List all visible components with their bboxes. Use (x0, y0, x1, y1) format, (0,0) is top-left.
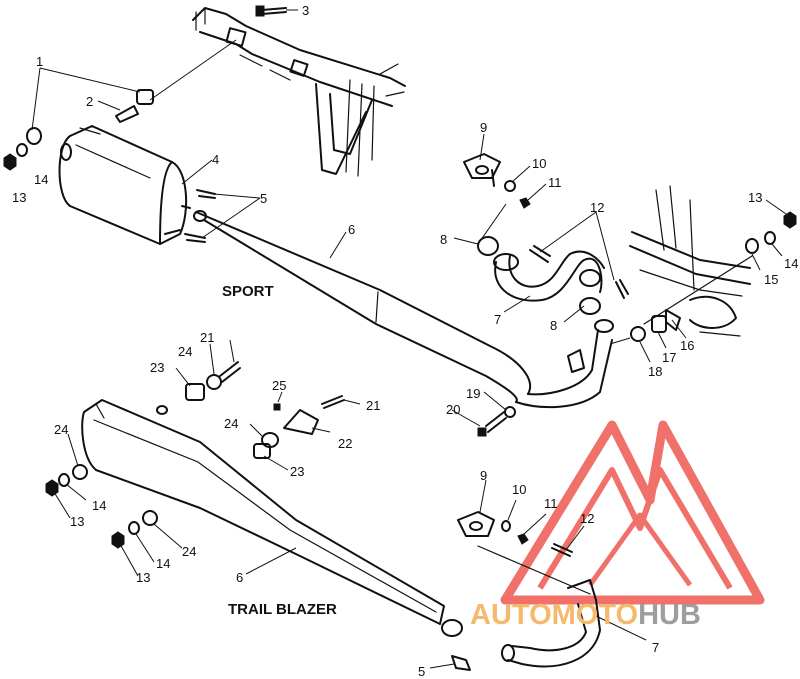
callout-22: 22 (338, 436, 352, 451)
callout-19: 19 (466, 386, 480, 401)
callout-3: 3 (302, 3, 309, 18)
callout-13: 13 (70, 514, 84, 529)
callout-24: 24 (178, 344, 192, 359)
callout-25: 25 (272, 378, 286, 393)
callout-7: 7 (494, 312, 501, 327)
callout-10: 10 (512, 482, 526, 497)
callout-24: 24 (182, 544, 196, 559)
callout-4: 4 (212, 152, 219, 167)
callout-5: 5 (418, 664, 425, 679)
callout-14: 14 (34, 172, 48, 187)
callout-20: 20 (446, 402, 460, 417)
callout-12: 12 (590, 200, 604, 215)
muffler-hardware (3, 5, 287, 243)
callout-16: 16 (680, 338, 694, 353)
callout-18: 18 (648, 364, 662, 379)
callout-14: 14 (784, 256, 798, 271)
callout-9: 9 (480, 468, 487, 483)
callout-8: 8 (550, 318, 557, 333)
callout-13: 13 (12, 190, 26, 205)
callout-24: 24 (54, 422, 68, 437)
callout-7: 7 (652, 640, 659, 655)
callout-23: 23 (150, 360, 164, 375)
callout-15: 15 (764, 272, 778, 287)
trail-blazer-hardware (45, 361, 345, 549)
leader-lines (31, 9, 787, 669)
watermark-text-part2: HUB (638, 599, 701, 631)
callout-8: 8 (440, 232, 447, 247)
callout-5: 5 (260, 191, 267, 206)
callout-17: 17 (662, 350, 676, 365)
watermark-logo (500, 420, 765, 605)
sport-tailpipe (193, 210, 614, 409)
callout-13: 13 (136, 570, 150, 585)
callout-23: 23 (290, 464, 304, 479)
callout-14: 14 (92, 498, 106, 513)
callout-10: 10 (532, 156, 546, 171)
trail-blazer-label: TRAIL BLAZER (228, 601, 337, 618)
callout-2: 2 (86, 94, 93, 109)
right-frame (629, 185, 751, 337)
callout-24: 24 (224, 416, 238, 431)
callout-11: 11 (544, 496, 558, 511)
callout-6: 6 (236, 570, 243, 585)
callout-14: 14 (156, 556, 170, 571)
callout-21: 21 (366, 398, 380, 413)
callout-9: 9 (480, 120, 487, 135)
callout-12: 12 (580, 511, 594, 526)
callout-1: 1 (36, 54, 43, 69)
watermark-text: AUTOMOTOHUB (470, 599, 701, 631)
watermark-text-part1: AUTOMOTO (470, 599, 638, 631)
sport-right-hardware (477, 211, 797, 437)
trail-blazer-y-pipe (451, 511, 601, 671)
callout-6: 6 (348, 222, 355, 237)
sport-label: SPORT (222, 283, 274, 300)
chassis-frame (192, 7, 406, 177)
callout-21: 21 (200, 330, 214, 345)
sport-muffler (58, 125, 191, 245)
callout-11: 11 (548, 175, 562, 190)
sport-y-pipe (463, 153, 629, 315)
callout-numbers: 1 2 3 4 5 6 7 8 8 9 10 11 12 13 13 14 14… (12, 3, 798, 679)
callout-13: 13 (748, 190, 762, 205)
trail-blazer-muffler (81, 399, 463, 637)
